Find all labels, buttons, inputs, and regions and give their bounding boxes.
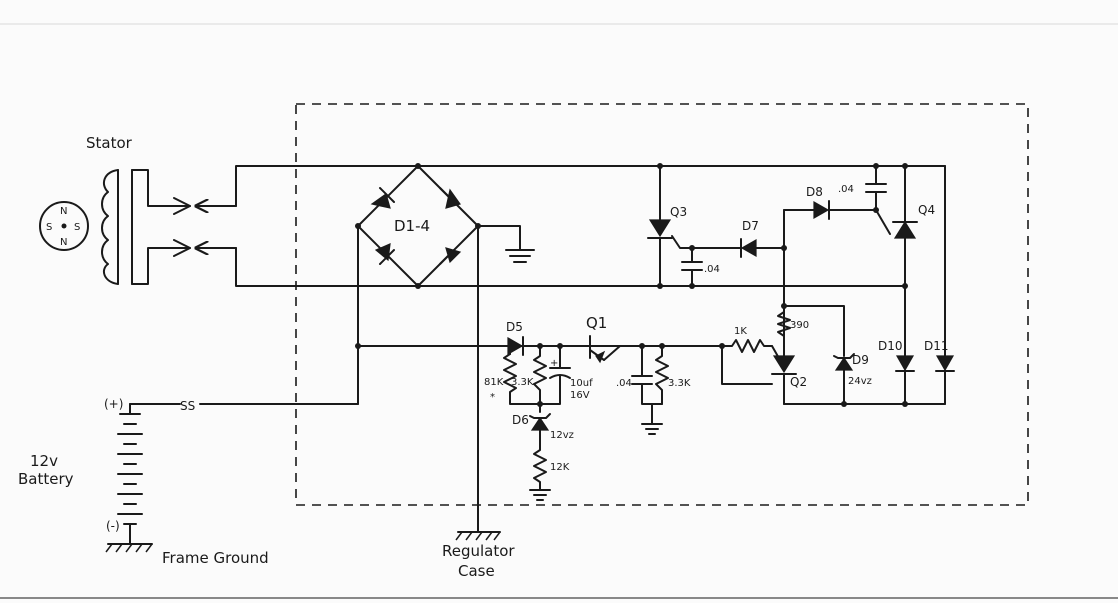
c04c-label: .04 bbox=[838, 184, 854, 195]
battery-plus-label: (+) bbox=[104, 397, 123, 411]
scr-q4 bbox=[875, 165, 918, 357]
frame-ground-label: Frame Ground bbox=[162, 549, 269, 567]
diode-d8 bbox=[813, 200, 830, 220]
d6-label: D6 bbox=[512, 413, 529, 427]
case-label: Case bbox=[458, 562, 495, 580]
battery-voltage-label: 12v bbox=[30, 452, 58, 470]
rectifier-label: D1-4 bbox=[394, 217, 430, 235]
q1-label: Q1 bbox=[586, 314, 607, 332]
battery-word-label: Battery bbox=[18, 470, 74, 488]
c04b-label: .04 bbox=[704, 264, 720, 275]
magnet-n-top: N bbox=[60, 206, 67, 217]
magnet-s-left: S bbox=[46, 222, 52, 233]
d8-label: D8 bbox=[806, 185, 823, 199]
r390-label: 390 bbox=[790, 320, 809, 331]
battery-minus-label: (-) bbox=[106, 519, 120, 533]
q2-label: Q2 bbox=[790, 375, 807, 389]
r81k-note: * bbox=[490, 392, 495, 403]
magnet-n-bottom: N bbox=[60, 237, 67, 248]
stator bbox=[39, 169, 237, 285]
q3-label: Q3 bbox=[670, 205, 687, 219]
q4-label: Q4 bbox=[918, 203, 935, 217]
rotor-magnet bbox=[39, 201, 89, 251]
r3k3b-label: 3.3K bbox=[668, 378, 691, 389]
stator-label: Stator bbox=[86, 134, 133, 152]
regulator-boundary bbox=[295, 103, 1029, 506]
c04a-label: .04 bbox=[616, 378, 632, 389]
scr-q3 bbox=[647, 165, 693, 287]
battery bbox=[117, 403, 359, 545]
r12k-label: 12K bbox=[550, 462, 570, 473]
d5-label: D5 bbox=[506, 320, 523, 334]
bridge-ground bbox=[477, 225, 535, 263]
d10-label: D10 bbox=[878, 339, 903, 353]
diode-d10 bbox=[895, 355, 915, 372]
scr-q2 bbox=[771, 305, 797, 405]
r3k3a-label: 3.3K bbox=[511, 377, 534, 388]
r1k-label: 1K bbox=[734, 326, 747, 337]
d7-label: D7 bbox=[742, 219, 759, 233]
c10uf-label: 10uf bbox=[570, 378, 593, 389]
diode-d7 bbox=[740, 238, 757, 258]
d11-label: D11 bbox=[924, 339, 949, 353]
zener-d6 bbox=[529, 413, 551, 431]
diode-d5 bbox=[507, 336, 524, 356]
transistor-q1 bbox=[559, 335, 621, 364]
cap-plus-label: + bbox=[550, 358, 558, 369]
magnet-s-right: S bbox=[74, 222, 80, 233]
r81k-label: 81K bbox=[484, 377, 504, 388]
c10uf-voltage: 16V bbox=[570, 390, 590, 401]
z24v-label: 24vz bbox=[848, 376, 872, 387]
regulator-label: Regulator bbox=[442, 542, 515, 560]
case-ground-symbol bbox=[455, 531, 501, 541]
d9-label: D9 bbox=[852, 353, 869, 367]
z12v-label: 12vz bbox=[550, 430, 574, 441]
diode-d11 bbox=[935, 355, 955, 372]
break-mark: SS bbox=[180, 399, 195, 413]
ac-input-wires bbox=[235, 165, 946, 287]
bridge-rectifier bbox=[357, 165, 479, 287]
frame-ground-symbol bbox=[105, 543, 153, 553]
